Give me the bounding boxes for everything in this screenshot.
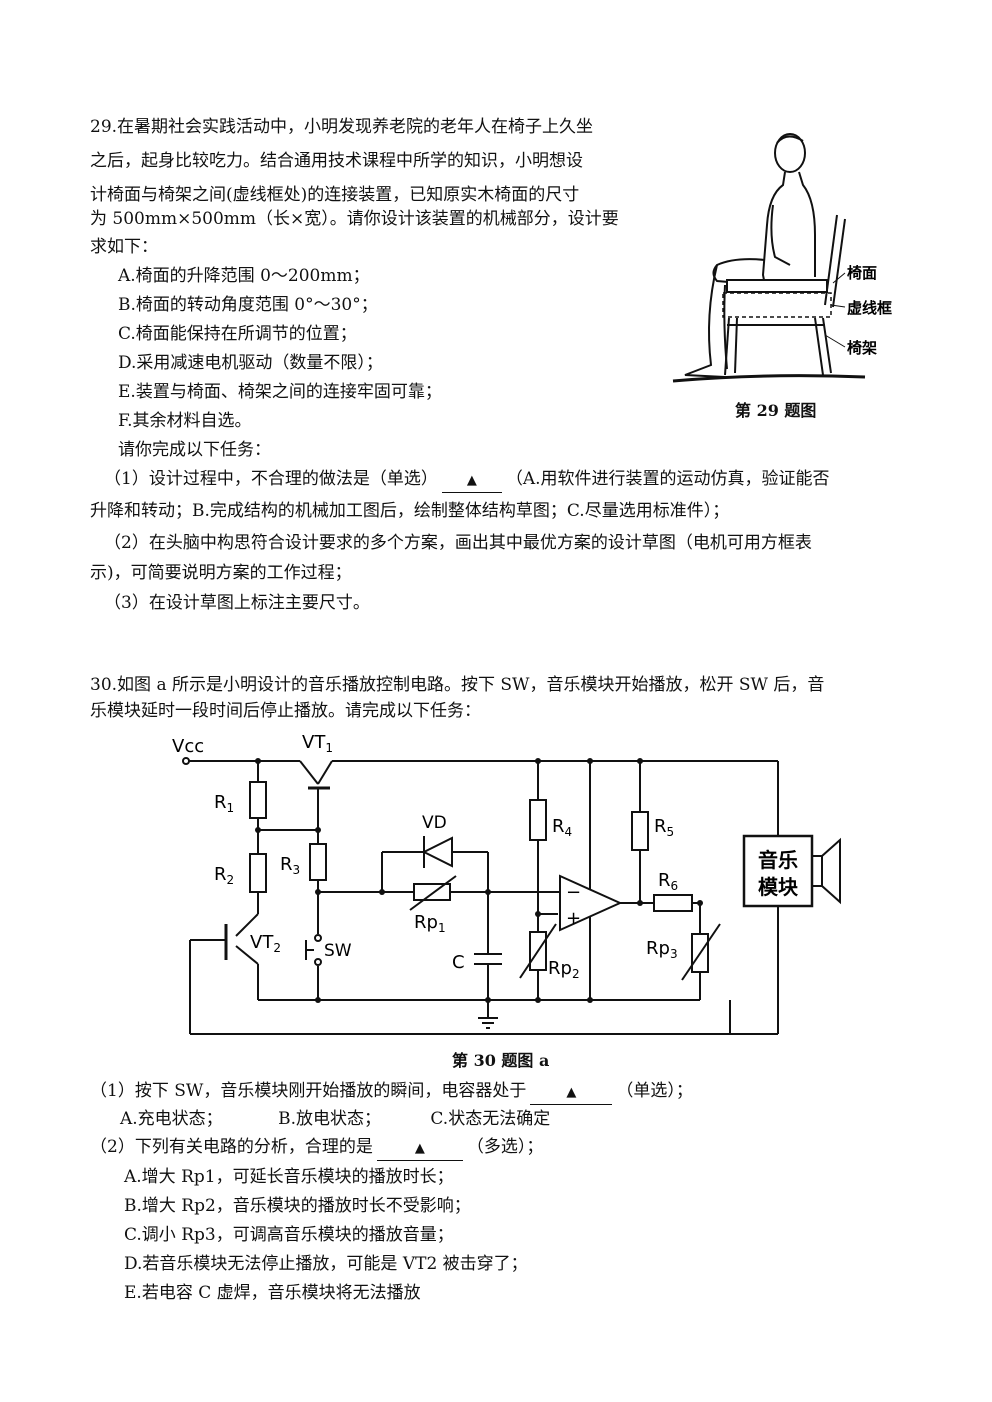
q30-task1-text: （1）按下 SW，音乐模块刚开始播放的瞬间，电容器处于 — [90, 1081, 527, 1101]
q29-task3: （3）在设计草图上标注主要尺寸。 — [104, 593, 370, 613]
label-rp1: Rp1 — [414, 912, 446, 935]
q30-task1-tail: （单选）； — [616, 1081, 693, 1101]
q30-task1-option-b: B.放电状态； — [278, 1109, 381, 1129]
opamp-plus-sign: + — [566, 908, 581, 929]
q30-task2-option-b: B.增大 Rp2，音乐模块的播放时长不受影响； — [124, 1196, 471, 1216]
label-vt1: VT1 — [302, 732, 333, 755]
q30-task1-option-c: C.状态无法确定 — [430, 1109, 551, 1129]
music-module-label-1: 音乐 — [758, 848, 798, 872]
q29-intro-line-5: 求如下： — [90, 237, 158, 257]
circuit-diagram: Vcc VT1 R1 R2 R3 R4 R5 R6 VD Rp1 C Rp2 R… — [172, 732, 841, 1035]
label-r2: R2 — [214, 864, 234, 887]
q29-intro-line-2: 之后，起身比较吃力。结合通用技术课程中所学的知识，小明想设 — [90, 151, 583, 171]
blank-triangle-icon: ▲ — [466, 473, 477, 488]
label-seat: 椅面 — [847, 264, 877, 282]
q29-req-a: A.椅面的升降范围 0～200mm； — [118, 266, 370, 286]
blank-triangle-icon: ▲ — [566, 1085, 577, 1100]
q30-task1-option-a: A.充电状态； — [120, 1109, 223, 1129]
q30-task2-blank[interactable]: ▲ — [376, 1136, 463, 1161]
q30-task1-blank[interactable]: ▲ — [530, 1080, 613, 1105]
q29-task1-line-2: 升降和转动；B.完成结构的机械加工图后，绘制整体结构草图；C.尽量选用标准件）； — [90, 501, 730, 521]
q29-intro-line-3: 计椅面与椅架之间(虚线框处)的连接装置，已知原实木椅面的尺寸 — [90, 185, 580, 205]
q29-req-d: D.采用减速电机驱动（数量不限）； — [118, 353, 383, 373]
q29-task2-line-2: 示)，可简要说明方案的工作过程； — [90, 563, 352, 583]
q29-task1-options: （A.用软件进行装置的运动仿真，验证能否 — [505, 469, 830, 489]
label-sw: SW — [324, 941, 352, 961]
q29-req-b: B.椅面的转动角度范围 0°～30°； — [118, 295, 378, 315]
q29-req-f: F.其余材料自选。 — [118, 411, 252, 431]
q30-task2-option-d: D.若音乐模块无法停止播放，可能是 VT2 被击穿了； — [124, 1254, 528, 1274]
q29-intro-line-1: 29.在暑期社会实践活动中，小明发现养老院的老年人在椅子上久坐 — [90, 117, 594, 137]
label-rp2: Rp2 — [548, 958, 580, 981]
q29-task1-line: （1）设计过程中，不合理的做法是（单选） ▲ （A.用软件进行装置的运动仿真，验证能… — [104, 468, 830, 493]
chair-illustration — [672, 214, 866, 383]
q30-task1-options: A.充电状态； B.放电状态； C.状态无法确定 — [120, 1108, 550, 1130]
q30-figure-caption: 第 30 题图 a — [452, 1051, 550, 1070]
label-r6: R6 — [658, 870, 678, 893]
q29-task1-text: （1）设计过程中，不合理的做法是（单选） — [104, 469, 438, 489]
label-vt2: VT2 — [250, 932, 281, 955]
blank-triangle-icon: ▲ — [414, 1141, 425, 1156]
chair-figure: 椅面 虚线框 椅架 — [672, 133, 892, 383]
label-c: C — [452, 952, 465, 973]
q30-task2-option-c: C.调小 Rp3，可调高音乐模块的播放音量； — [124, 1225, 454, 1245]
q29-task1-blank[interactable]: ▲ — [441, 468, 502, 493]
label-r5: R5 — [654, 816, 674, 839]
q29-task2-line-1: （2）在头脑中构思符合设计要求的多个方案，画出其中最优方案的设计草图（电机可用方… — [104, 533, 812, 553]
label-chair-frame: 椅架 — [847, 339, 877, 357]
label-rp3: Rp3 — [646, 938, 678, 961]
q30-task2: （2）下列有关电路的分析，合理的是 ▲ （多选）； — [90, 1136, 543, 1161]
label-r1: R1 — [214, 792, 234, 815]
seated-person-illustration — [684, 133, 816, 378]
q30-task2-option-a: A.增大 Rp1，可延长音乐模块的播放时长； — [124, 1167, 454, 1187]
q29-figure-caption: 第 29 题图 — [735, 401, 817, 420]
q30-task2-option-e: E.若电容 C 虚焊，音乐模块将无法播放 — [124, 1283, 421, 1303]
q30-task2-tail: （多选）； — [466, 1137, 544, 1157]
q29-req-e: E.装置与椅面、椅架之间的连接牢固可靠； — [118, 382, 442, 402]
q30-intro-line-1: 30.如图 a 所示是小明设计的音乐播放控制电路。按下 SW，音乐模块开始播放，… — [90, 675, 825, 695]
q29-req-c: C.椅面能保持在所调节的位置； — [118, 324, 357, 344]
q30-intro-line-2: 乐模块延时一段时间后停止播放。请完成以下任务： — [90, 701, 481, 721]
q29-intro-line-4: 为 500mm×500mm（长×宽）。请你设计该装置的机械部分，设计要 — [90, 209, 619, 229]
label-dashed-frame: 虚线框 — [847, 299, 892, 317]
q29-task-intro: 请你完成以下任务： — [118, 440, 271, 460]
label-r4: R4 — [552, 816, 572, 839]
q30-task2-text: （2）下列有关电路的分析，合理的是 — [90, 1137, 373, 1157]
label-r3: R3 — [280, 854, 300, 877]
opamp-minus-sign: − — [566, 882, 581, 903]
q30-task1: （1）按下 SW，音乐模块刚开始播放的瞬间，电容器处于 ▲ （单选）； — [90, 1080, 693, 1105]
label-vcc: Vcc — [172, 736, 204, 757]
label-vd: VD — [422, 813, 447, 833]
music-module-label-2: 模块 — [758, 875, 799, 899]
